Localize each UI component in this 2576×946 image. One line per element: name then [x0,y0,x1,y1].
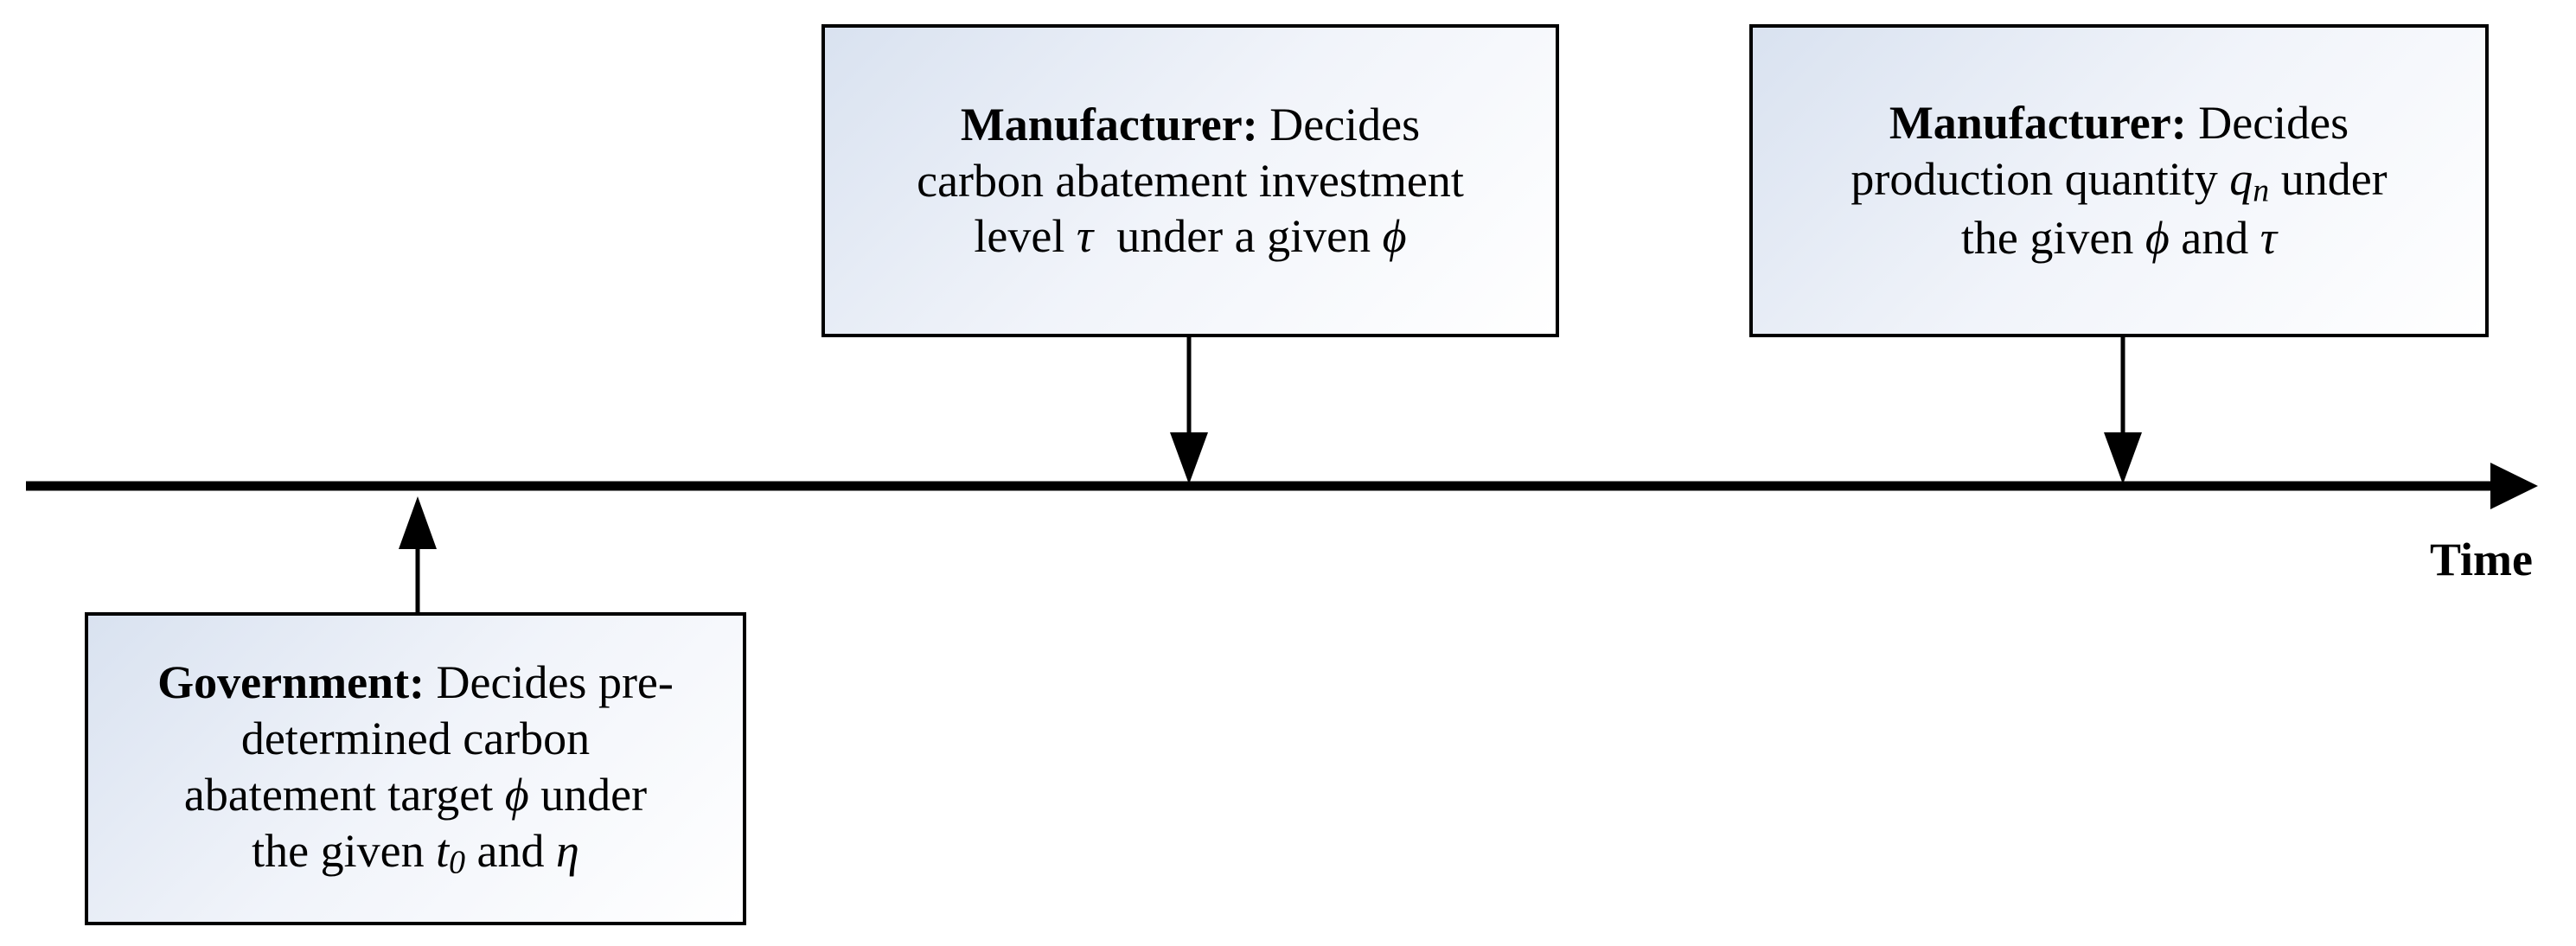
decision-text: under [540,768,648,821]
government-connector-arrowhead [399,496,437,549]
tau-symbol: τ [1076,210,1094,263]
q-symbol: q [2229,152,2253,205]
q-subscript: n [2253,172,2270,209]
production-connector-arrowhead [2104,432,2142,484]
decision-text: the given [252,824,425,877]
t-symbol: t [436,824,450,877]
decision-text: and [2181,212,2249,265]
decision-text: abatement target [183,768,494,821]
stage-box-production: Manufacturer: Decides production quantit… [1749,24,2489,337]
actor-label: Manufacturer: [960,98,1258,150]
decision-text: determined carbon [240,713,591,765]
t-subscript: 0 [449,844,466,881]
decision-text: carbon abatement investment [917,154,1464,207]
decision-text: under a given [1116,210,1371,263]
stage-text-government: Government: Decides pre- determined carb… [157,655,674,882]
decision-text: Decides pre- [436,656,674,709]
decision-text: under [2280,152,2387,205]
decision-text: the given [1960,212,2134,265]
investment-connector-arrowhead [1170,432,1208,484]
decision-text: and [476,824,545,877]
eta-symbol: η [556,824,579,877]
phi-symbol: ϕ [1382,210,1407,263]
stage-text-production: Manufacturer: Decides production quantit… [1851,95,2387,266]
stage-box-investment: Manufacturer: Decides carbon abatement i… [821,24,1559,337]
phi-symbol: ϕ [504,768,529,821]
time-axis-arrowhead [2490,463,2538,509]
stage-text-investment: Manufacturer: Decides carbon abatement i… [917,97,1464,265]
stage-box-government: Government: Decides pre- determined carb… [85,612,746,925]
phi-symbol: ϕ [2145,212,2170,265]
time-axis-label: Time [2430,534,2533,585]
decision-text: production quantity [1851,152,2218,205]
actor-label: Manufacturer: [1889,96,2187,149]
actor-label: Government: [157,656,425,709]
decision-text: Decides [2198,96,2349,149]
decision-text: level [974,210,1065,263]
decision-text: Decides [1269,98,1421,150]
tau-symbol: τ [2260,212,2278,265]
